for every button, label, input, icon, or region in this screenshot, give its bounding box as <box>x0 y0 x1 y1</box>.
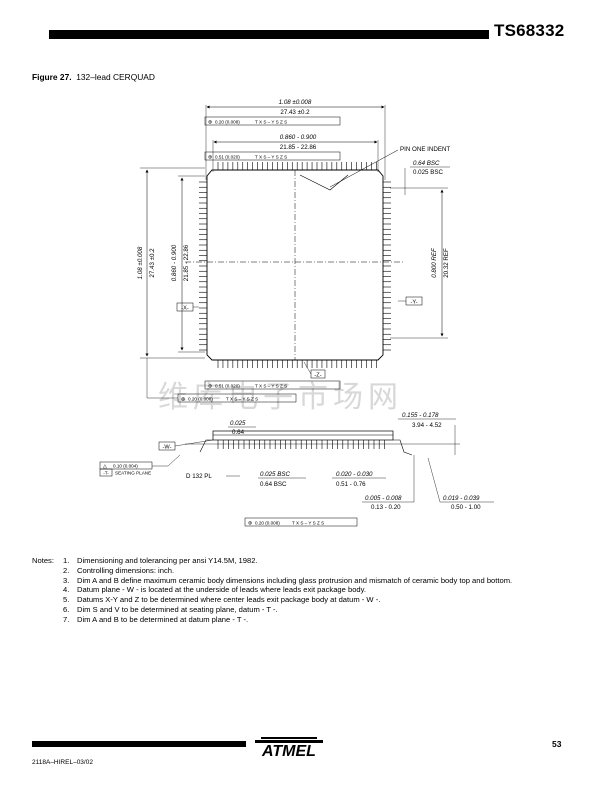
svg-text:27.43 ±0.2: 27.43 ±0.2 <box>149 248 156 278</box>
notes-label: Notes: <box>32 556 54 565</box>
svg-text:0.025: 0.025 <box>230 420 246 427</box>
page-number: 53 <box>552 739 562 749</box>
fcf-bottom-1: ⊕ 0.51 (0.020) T X S – Y S Z S <box>204 380 341 390</box>
svg-text:⊕: ⊕ <box>208 120 212 126</box>
svg-text:0.005 - 0.008: 0.005 - 0.008 <box>365 495 402 502</box>
svg-text:0.860 - 0.900: 0.860 - 0.900 <box>171 244 178 281</box>
svg-text:0.020 - 0.030: 0.020 - 0.030 <box>336 471 373 478</box>
dim-foot-length: 0.019 - 0.039 0.50 - 1.00 <box>427 457 494 511</box>
svg-text:-W-: -W- <box>163 445 172 451</box>
seating-plane-callout: △ 0.10 (0.004) -T- SEATING PLANE <box>99 454 181 477</box>
svg-text:T X S – Y S Z S: T X S – Y S Z S <box>226 397 258 402</box>
package-side-view <box>185 430 460 456</box>
fcf-bottom-2: ⊕ 0.20 (0.008) T X S – Y S Z S <box>146 358 297 403</box>
svg-text:△: △ <box>103 464 107 470</box>
note-item: 5.Datums X-Y and Z to be determined wher… <box>63 595 381 605</box>
svg-text:0.50 - 1.00: 0.50 - 1.00 <box>451 504 481 511</box>
svg-text:-X-: -X- <box>181 306 189 312</box>
datum-y: -Y- <box>398 296 423 306</box>
dim-right-ref: 0.800 REF 20.32 REF <box>390 187 450 339</box>
svg-text:0.155 - 0.178: 0.155 - 0.178 <box>402 412 439 419</box>
svg-text:21.85 - 22.86: 21.85 - 22.86 <box>183 244 190 281</box>
svg-text:T X S – Y S Z S: T X S – Y S Z S <box>255 384 287 389</box>
footer-rule <box>32 741 246 747</box>
svg-text:0.20 (0.008): 0.20 (0.008) <box>255 521 280 526</box>
svg-text:SEATING PLANE: SEATING PLANE <box>115 471 151 476</box>
svg-text:0.025 BSC: 0.025 BSC <box>413 169 443 176</box>
datum-z: -Z- <box>303 361 326 379</box>
note-item: 1.Dimensioning and tolerancing per ansi … <box>63 556 258 565</box>
svg-text:3.94 - 4.52: 3.94 - 4.52 <box>412 422 442 429</box>
svg-text:0.64 BSC: 0.64 BSC <box>413 160 440 167</box>
pin-one-label: PIN ONE INDENT <box>400 146 450 153</box>
note-item: 2.Controlling dimensions: inch. <box>63 565 175 575</box>
svg-text:0.51 (0.020): 0.51 (0.020) <box>215 155 240 160</box>
svg-text:0.51 (0.020): 0.51 (0.020) <box>215 384 240 389</box>
d132-label: D 132 PL <box>186 473 212 480</box>
dim-body-width: 0.860 - 0.900 21.85 - 22.86 <box>212 134 379 172</box>
svg-text:⊕: ⊕ <box>181 397 185 403</box>
dim-lead-pitch-side: 0.025 BSC 0.64 BSC <box>258 471 306 488</box>
datum-x: -X- <box>176 302 199 312</box>
svg-text:0.019 - 0.039: 0.019 - 0.039 <box>443 495 480 502</box>
svg-text:0.10 (0.004): 0.10 (0.004) <box>113 464 138 469</box>
svg-text:ATMEL: ATMEL <box>261 743 316 760</box>
footer-doc-code: 2118A–HIREL–03/02 <box>32 759 93 766</box>
dim-lead-width: 0.020 - 0.030 0.51 - 0.76 <box>332 471 386 488</box>
dim-side-height: 0.155 - 0.178 3.94 - 4.52 <box>398 412 456 455</box>
figure-label: Figure 27. <box>32 72 72 82</box>
note-item: 3.Dim A and B define maximum ceramic bod… <box>63 575 513 585</box>
svg-text:0.64 BSC: 0.64 BSC <box>260 481 287 488</box>
package-top-view <box>185 149 405 368</box>
atmel-logo: ATMEL <box>255 737 323 760</box>
dim-left-body: 0.860 - 0.900 21.85 - 22.86 <box>171 175 205 353</box>
dim-lead-pitch: 0.64 BSC 0.025 BSC <box>404 160 450 195</box>
datum-w: -W- <box>158 439 214 451</box>
note-item: 7.Dim A and B to be determined at datum … <box>63 614 249 624</box>
note-item: 6.Dim S and V to be determined at seatin… <box>63 604 278 614</box>
dim-side-thickness: 0.025 0.64 <box>228 420 256 436</box>
svg-text:-Y-: -Y- <box>411 300 418 306</box>
svg-text:21.85 - 22.86: 21.85 - 22.86 <box>280 144 317 151</box>
svg-text:T X S – Y S Z S: T X S – Y S Z S <box>255 120 287 125</box>
package-outline-drawing: 1.08 ±0.008 27.43 ±0.2 ⊕ 0.20 (0.008) T … <box>99 99 494 527</box>
svg-text:⊕: ⊕ <box>248 521 252 527</box>
fcf-top-2: ⊕ 0.51 (0.020) T X S – Y S Z S <box>204 151 341 161</box>
svg-text:⊕: ⊕ <box>208 384 212 390</box>
dim-lead-thickness: 0.005 - 0.008 0.13 - 0.20 <box>362 455 415 511</box>
svg-text:1.08 ±0.008: 1.08 ±0.008 <box>137 246 144 279</box>
svg-text:0.025 BSC: 0.025 BSC <box>260 471 290 478</box>
dim-width-in: 1.08 ±0.008 <box>279 99 312 106</box>
svg-text:0.860 - 0.900: 0.860 - 0.900 <box>280 134 317 141</box>
svg-text:0.800 REF: 0.800 REF <box>431 247 438 278</box>
svg-text:-Z-: -Z- <box>314 373 321 379</box>
dim-width-mm: 27.43 ±0.2 <box>280 109 310 116</box>
figure-caption: Figure 27. 132–lead CERQUAD <box>32 72 155 82</box>
svg-text:-T-: -T- <box>103 471 109 476</box>
dim-left-outer: 1.08 ±0.008 27.43 ±0.2 <box>137 167 205 359</box>
figure-title: 132–lead CERQUAD <box>76 72 155 82</box>
header-rule <box>49 30 489 39</box>
svg-text:0.20 (0.008): 0.20 (0.008) <box>215 120 240 125</box>
note-item: 4.Datum plane - W - is located at the un… <box>63 585 367 595</box>
svg-text:0.20 (0.008): 0.20 (0.008) <box>188 397 213 402</box>
svg-text:⊕: ⊕ <box>208 155 212 161</box>
svg-text:0.51 - 0.76: 0.51 - 0.76 <box>336 481 366 488</box>
dim-overall-width: 1.08 ±0.008 27.43 ±0.2 <box>205 99 386 180</box>
svg-text:0.64: 0.64 <box>232 429 245 436</box>
fcf-final: ⊕ 0.20 (0.008) T X S – Y S Z S <box>244 517 358 527</box>
notes-list: 1.Dimensioning and tolerancing per ansi … <box>63 556 595 625</box>
svg-text:20.32 REF: 20.32 REF <box>443 248 450 278</box>
svg-text:T X S – Y S Z S: T X S – Y S Z S <box>292 521 324 526</box>
fcf-top-1: ⊕ 0.20 (0.008) T X S – Y S Z S <box>204 116 341 126</box>
document-title: TS68332 <box>494 21 565 40</box>
svg-text:0.13 - 0.20: 0.13 - 0.20 <box>371 504 401 511</box>
watermark: 维库电子市场网 <box>158 380 403 415</box>
svg-text:T X S – Y S Z S: T X S – Y S Z S <box>255 155 287 160</box>
